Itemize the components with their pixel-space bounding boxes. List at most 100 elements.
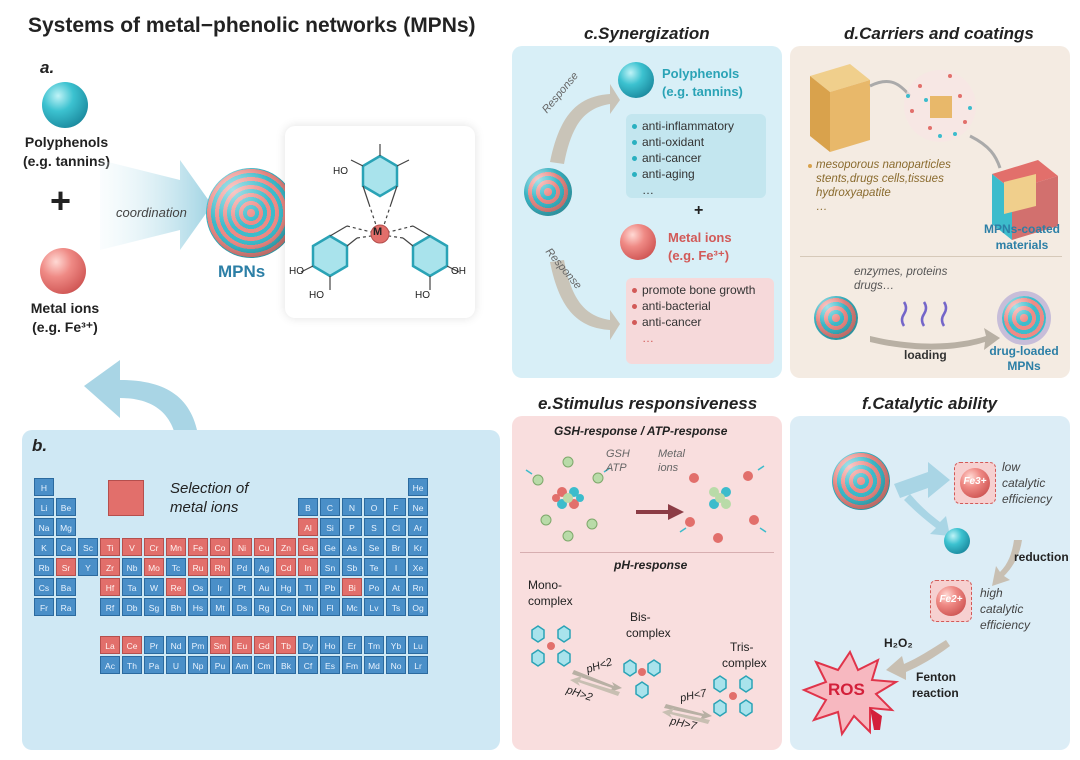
mpn-sphere xyxy=(206,168,296,258)
mpn-sphere-d xyxy=(814,296,858,340)
element-os: Os xyxy=(188,578,208,596)
metal-center-label: M xyxy=(373,226,383,238)
element-fr: Fr xyxy=(34,598,54,616)
element-cl: Cl xyxy=(386,518,406,536)
reduction-label: reduction xyxy=(1014,550,1069,564)
coordination-arrow xyxy=(100,160,212,250)
element-au: Au xyxy=(254,578,274,596)
element-c: C xyxy=(320,498,340,516)
low-label-3: efficiency xyxy=(1002,492,1053,506)
metal-effect-item: promote bone growth xyxy=(632,282,774,298)
element-o: O xyxy=(364,498,384,516)
element-rh: Rh xyxy=(210,558,230,576)
element-as: As xyxy=(342,538,362,556)
element-nb: Nb xyxy=(122,558,142,576)
poly-effect-item: anti-cancer xyxy=(632,150,766,166)
high-label-1: high xyxy=(980,586,1003,600)
element-ge: Ge xyxy=(320,538,340,556)
metal-ions-example: (e.g. Fe³⁺) xyxy=(32,319,98,335)
metal-ions-label: Metal ions xyxy=(30,300,100,316)
element-mo: Mo xyxy=(144,558,164,576)
ros-label: ROS xyxy=(828,680,865,699)
element-ts: Ts xyxy=(386,598,406,616)
element-cs: Cs xyxy=(34,578,54,596)
element-se: Se xyxy=(364,538,384,556)
panel-d-divider xyxy=(800,256,1062,257)
element-sn: Sn xyxy=(320,558,340,576)
element-sc: Sc xyxy=(78,538,98,556)
element-ga: Ga xyxy=(298,538,318,556)
element-hf: Hf xyxy=(100,578,120,596)
element-pr: Pr xyxy=(144,636,164,654)
poly-effect-item: … xyxy=(642,183,654,197)
element-u: U xyxy=(166,656,186,674)
panel-e-label: e.Stimulus responsiveness xyxy=(538,394,758,413)
element-ne: Ne xyxy=(408,498,428,516)
element-cn: Cn xyxy=(276,598,296,616)
metal-ion-sphere xyxy=(40,248,86,294)
gsh-response-illustration xyxy=(525,456,767,543)
element-p: P xyxy=(342,518,362,536)
low-label-2: catalytic xyxy=(1002,476,1046,490)
complex-label-1: complex xyxy=(528,594,573,608)
element-lu: Lu xyxy=(408,636,428,654)
element-lr: Lr xyxy=(408,656,428,674)
element-rg: Rg xyxy=(254,598,274,616)
cargo-label-2: drugs… xyxy=(854,280,895,292)
carrier-item: … xyxy=(816,201,828,213)
metal-effect-item: anti-bacterial xyxy=(632,298,774,314)
element-cr: Cr xyxy=(144,538,164,556)
element-md: Md xyxy=(364,656,384,674)
complex-label-3: complex xyxy=(722,656,767,670)
element-lv: Lv xyxy=(364,598,384,616)
panel-a-label: a. xyxy=(40,58,55,77)
element-tl: Tl xyxy=(298,578,318,596)
plus-sign-c: + xyxy=(694,202,704,219)
element-ag: Ag xyxy=(254,558,274,576)
element-la: La xyxy=(100,636,120,654)
element-er: Er xyxy=(342,636,362,654)
panel-d-label: d.Carriers and coatings xyxy=(844,24,1034,43)
element-be: Be xyxy=(56,498,76,516)
polyphenol-effects-list: anti-inflammatory anti-oxidant anti-canc… xyxy=(626,114,766,198)
h2o2-label: H₂O₂ xyxy=(884,636,913,650)
element-po: Po xyxy=(364,578,384,596)
polyphenol-sphere-f xyxy=(944,528,970,554)
polyphenols-label: Polyphenols xyxy=(24,134,109,150)
element-pu: Pu xyxy=(210,656,230,674)
element-fm: Fm xyxy=(342,656,362,674)
element-cm: Cm xyxy=(254,656,274,674)
element-fe: Fe xyxy=(188,538,208,556)
coated-label: MPNs-coated xyxy=(983,222,1060,236)
element-v: V xyxy=(122,538,142,556)
element-ra: Ra xyxy=(56,598,76,616)
carrier-illustration xyxy=(810,64,1058,240)
element-ho: Ho xyxy=(320,636,340,654)
element-al: Al xyxy=(298,518,318,536)
polyphenols-example: (e.g. tannins) xyxy=(22,153,111,169)
ph-complex-illustration xyxy=(531,625,753,724)
element-kr: Kr xyxy=(408,538,428,556)
fe3-box: Fe3+ xyxy=(954,462,996,504)
element-nd: Nd xyxy=(166,636,186,654)
element-s: S xyxy=(364,518,384,536)
loading-arrow xyxy=(870,301,1000,350)
polyphenols-example-c: (e.g. tannins) xyxy=(662,84,743,99)
element-ca: Ca xyxy=(56,538,76,556)
mpn-sphere-f xyxy=(832,452,890,510)
mpns-label: MPNs xyxy=(218,262,266,281)
ph-response-title: pH-response xyxy=(614,558,688,572)
carrier-item: hydroxyapatite xyxy=(816,187,891,199)
element-hs: Hs xyxy=(188,598,208,616)
panel-b-label: b. xyxy=(32,436,48,455)
element-eu: Eu xyxy=(232,636,252,654)
element-hg: Hg xyxy=(276,578,296,596)
element-y: Y xyxy=(78,558,98,576)
element-sg: Sg xyxy=(144,598,164,616)
element-k: K xyxy=(34,538,54,556)
element-tb: Tb xyxy=(276,636,296,654)
panel-e-divider xyxy=(520,552,774,553)
element-ba: Ba xyxy=(56,578,76,596)
element-mn: Mn xyxy=(166,538,186,556)
oh-label-2: HO xyxy=(289,266,304,277)
